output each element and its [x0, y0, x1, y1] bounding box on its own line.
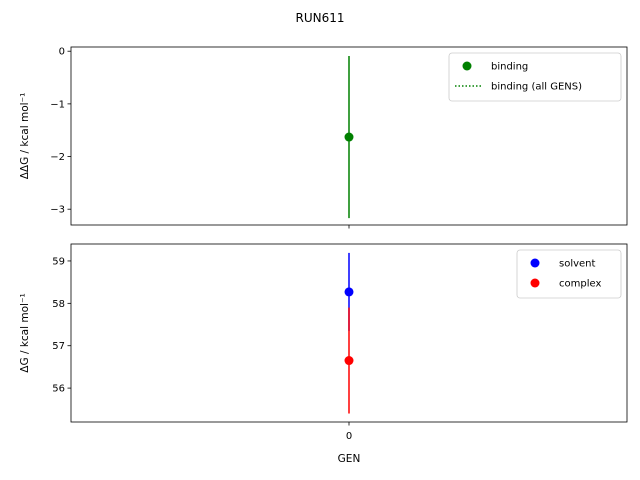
legend-box: [516, 249, 622, 299]
xtick-label: 0: [346, 431, 352, 442]
legend-marker: [530, 278, 540, 288]
ytick-label: −1: [50, 99, 65, 110]
figure-title: RUN611: [295, 11, 344, 25]
legend-label: complex: [559, 279, 601, 290]
legend-label: binding (all GENS): [491, 82, 582, 93]
legend-label: binding: [491, 62, 528, 73]
y-axis-label: ΔG / kcal mol⁻¹: [19, 293, 31, 372]
legend-box: [448, 52, 622, 102]
y-axis-label: ΔΔG / kcal mol⁻¹: [19, 93, 31, 180]
legend-marker: [462, 61, 472, 71]
panels: 0 −1 −2 −3 ΔΔG / kcal mol⁻¹ binding binding (a…: [19, 46, 628, 465]
legend-marker: [530, 258, 540, 268]
legend-label: solvent: [559, 259, 596, 270]
legend-top: binding binding (all GENS): [448, 52, 622, 102]
x-axis-label: GEN: [338, 453, 361, 465]
ytick-label: 59: [52, 256, 65, 267]
point-complex: [344, 356, 354, 366]
point-solvent: [344, 287, 354, 297]
ytick-label: −3: [50, 205, 65, 216]
point-binding: [344, 132, 354, 142]
ytick-label: 0: [59, 47, 65, 58]
legend-bottom: solvent complex: [516, 249, 622, 299]
ytick-label: 56: [52, 384, 65, 395]
ytick-label: 58: [52, 299, 65, 310]
panel-top: 0 −1 −2 −3 ΔΔG / kcal mol⁻¹ binding binding (a…: [19, 46, 628, 229]
ytick-label: 57: [52, 341, 65, 352]
ytick-label: −2: [50, 152, 65, 163]
